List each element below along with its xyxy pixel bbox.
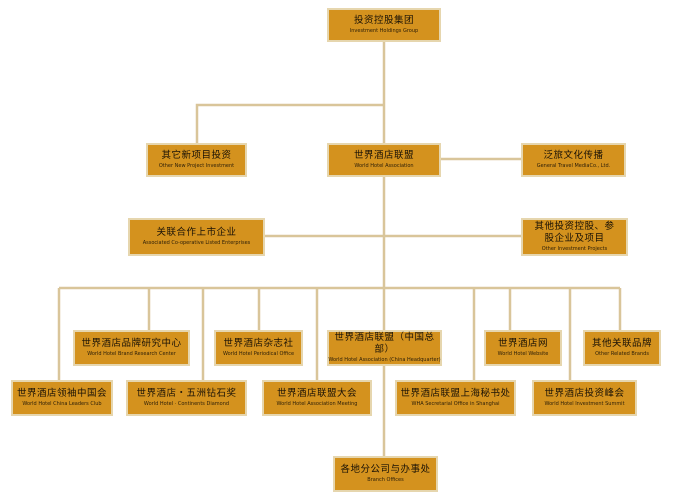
node-subtitle: World Hotel Investment Summit bbox=[544, 401, 625, 407]
node-travel-media: 泛旅文化传播 General Travel MediaCo., Ltd. bbox=[521, 143, 626, 177]
node-title: 各地分公司与办事处 bbox=[340, 464, 431, 475]
node-listed: 关联合作上市企业 Associated Co-operative Listed … bbox=[128, 218, 265, 256]
node-title: 世界酒店杂志社 bbox=[223, 338, 294, 349]
node-root: 投资控股集团 Investment Holdings Group bbox=[327, 8, 441, 42]
node-subtitle: Other Related Brands bbox=[595, 351, 649, 357]
node-title: 世界酒店投资峰会 bbox=[544, 388, 625, 399]
node-website: 世界酒店网 World Hotel Website bbox=[484, 330, 562, 366]
node-meeting: 世界酒店联盟大会 World Hotel Association Meeting bbox=[262, 380, 372, 416]
node-subtitle: World Hotel Brand Research Center bbox=[87, 351, 176, 357]
node-subtitle: Branch Offices bbox=[367, 477, 404, 483]
node-diamond: 世界酒店・五洲钻石奖 World Hotel · Continents Diam… bbox=[126, 380, 247, 416]
node-subtitle: Other Investment Projects bbox=[541, 246, 608, 252]
node-title: 世界酒店领袖中国会 bbox=[16, 388, 107, 399]
node-subtitle: Investment Holdings Group bbox=[349, 28, 419, 34]
node-title: 其它新项目投资 bbox=[161, 150, 232, 161]
node-subtitle: WHA Secretarial Office in Shanghai bbox=[411, 401, 500, 407]
node-subtitle: World Hotel Association (China Headquart… bbox=[328, 357, 441, 363]
node-wha: 世界酒店联盟 World Hotel Association bbox=[327, 143, 441, 177]
node-title: 其他关联品牌 bbox=[591, 338, 652, 349]
node-subtitle: World Hotel China Leaders Club bbox=[22, 401, 102, 407]
node-title: 世界酒店联盟（中国总部） bbox=[334, 332, 435, 355]
node-title: 其他投资控股、参股企业及项目 bbox=[534, 221, 615, 244]
node-related-brands: 其他关联品牌 Other Related Brands bbox=[583, 330, 661, 366]
node-other-new: 其它新项目投资 Other New Project Investment bbox=[146, 143, 247, 177]
node-subtitle: General Travel MediaCo., Ltd. bbox=[536, 163, 611, 169]
node-title: 世界酒店联盟大会 bbox=[276, 388, 357, 399]
node-periodical: 世界酒店杂志社 World Hotel Periodical Office bbox=[214, 330, 303, 366]
node-title: 世界酒店网 bbox=[497, 338, 548, 349]
node-title: 关联合作上市企业 bbox=[156, 227, 237, 238]
node-branches: 各地分公司与办事处 Branch Offices bbox=[333, 456, 438, 492]
node-title: 世界酒店联盟 bbox=[353, 150, 414, 161]
node-subtitle: World Hotel · Continents Diamond bbox=[143, 401, 230, 407]
node-leaders-club: 世界酒店领袖中国会 World Hotel China Leaders Club bbox=[11, 380, 113, 416]
node-other-investment: 其他投资控股、参股企业及项目 Other Investment Projects bbox=[521, 218, 628, 256]
node-subtitle: Other New Project Investment bbox=[158, 163, 235, 169]
node-summit: 世界酒店投资峰会 World Hotel Investment Summit bbox=[532, 380, 637, 416]
node-title: 世界酒店品牌研究中心 bbox=[81, 338, 182, 349]
node-subtitle: World Hotel Periodical Office bbox=[222, 351, 295, 357]
node-subtitle: Associated Co-operative Listed Enterpris… bbox=[142, 240, 251, 246]
node-title: 世界酒店联盟上海秘书处 bbox=[400, 388, 511, 399]
node-secretariat: 世界酒店联盟上海秘书处 WHA Secretarial Office in Sh… bbox=[395, 380, 516, 416]
node-subtitle: World Hotel Website bbox=[497, 351, 549, 357]
node-title: 泛旅文化传播 bbox=[543, 150, 604, 161]
node-subtitle: World Hotel Association Meeting bbox=[276, 401, 358, 407]
node-subtitle: World Hotel Association bbox=[354, 163, 414, 169]
node-title: 世界酒店・五洲钻石奖 bbox=[136, 388, 237, 399]
node-title: 投资控股集团 bbox=[353, 15, 414, 26]
node-brand-research: 世界酒店品牌研究中心 World Hotel Brand Research Ce… bbox=[73, 330, 190, 366]
node-china-hq: 世界酒店联盟（中国总部） World Hotel Association (Ch… bbox=[327, 330, 442, 366]
